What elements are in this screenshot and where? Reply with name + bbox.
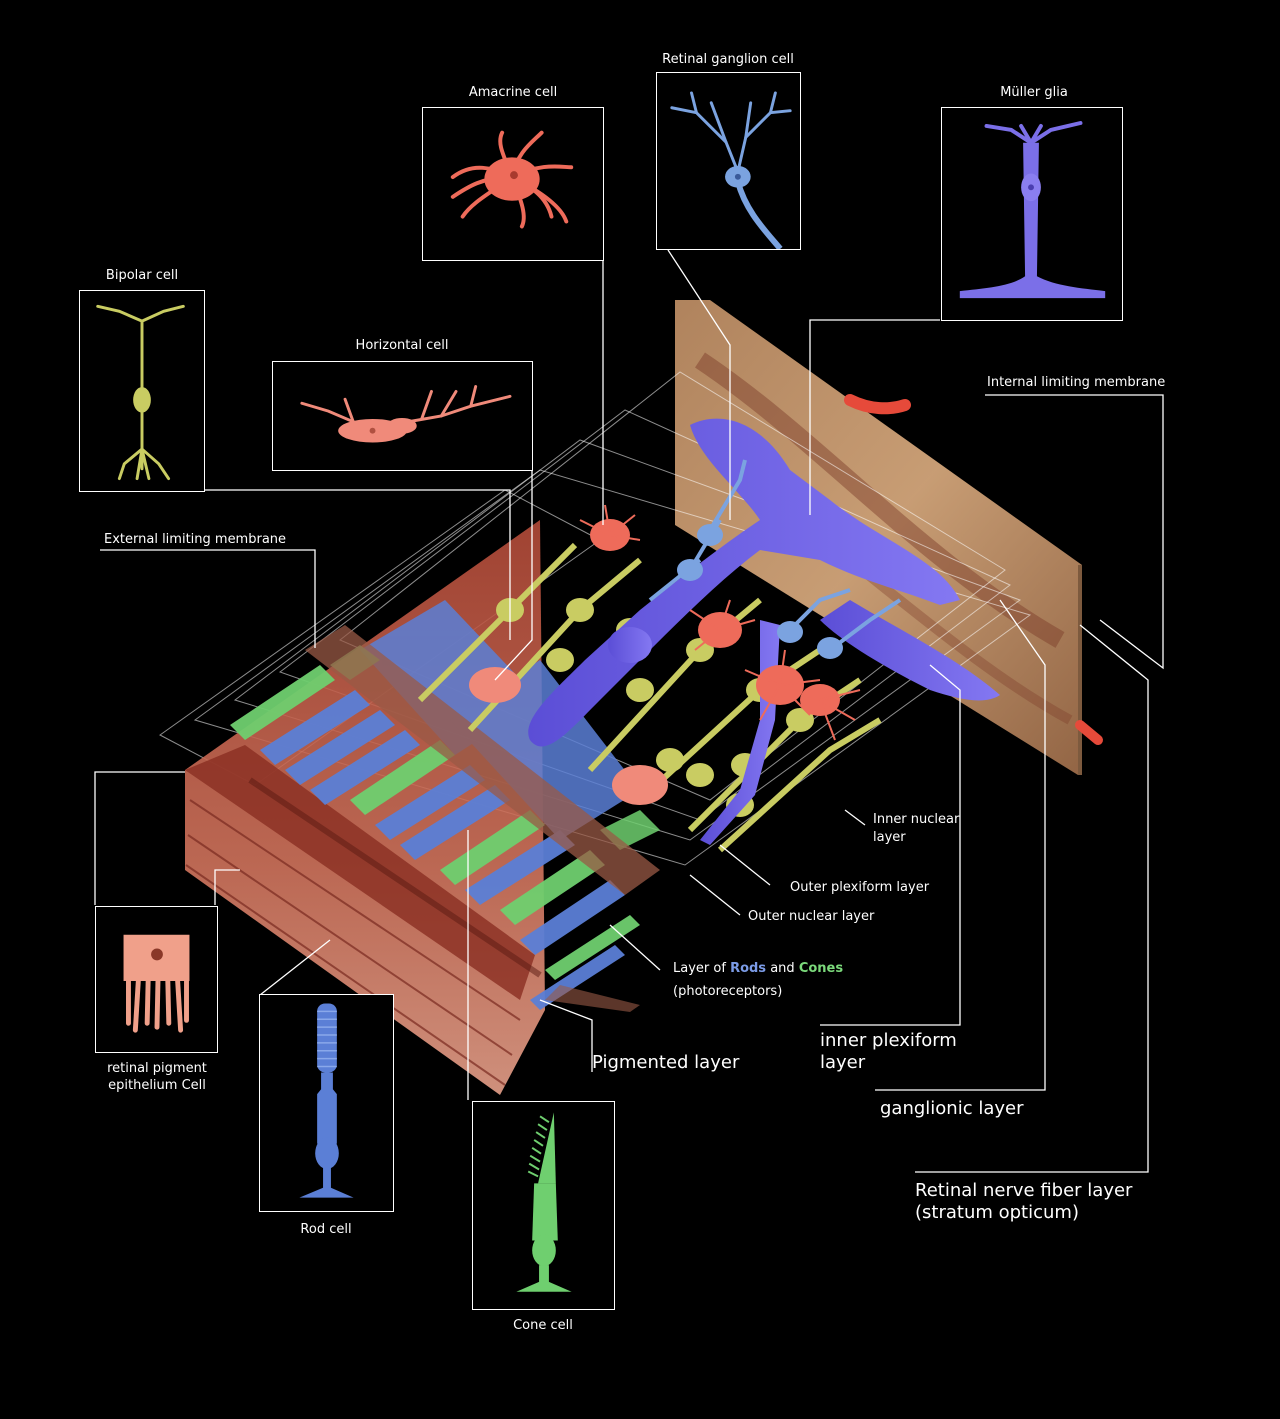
photoreceptor-layer [230,600,660,1012]
cone-cell-inset [472,1101,615,1310]
label-cone-cell: Cone cell [513,1318,573,1333]
label-rnfl-line2: (stratum opticum) [915,1202,1079,1223]
label-photo-cones: Cones [798,961,844,976]
muller-glia-illustration [959,121,1106,299]
label-outer-plexiform-layer: Outer plexiform layer [790,880,930,895]
photoreceptor-inner [360,600,640,840]
rod-cell-inset [259,994,394,1212]
label-bipolar-cell: Bipolar cell [105,268,179,283]
label-photoreceptors-sub: (photoreceptors) [673,984,783,999]
label-rpe-cell-line1: retinal pigment [107,1061,207,1076]
rod-cell-illustration [299,1003,354,1198]
label-photo-rods: Rods [730,961,767,976]
label-photo-and: and [770,961,795,976]
label-photoreceptor-layer: Layer of Rods and Cones [673,960,843,978]
label-amacrine-cell: Amacrine cell [468,85,558,100]
horizontal-cells [469,667,668,805]
ganglion-inset [656,72,801,250]
label-internal-limiting-membrane: Internal limiting membrane [987,375,1166,390]
label-external-limiting-membrane: External limiting membrane [104,532,287,547]
label-muller-glia: Müller glia [1000,85,1068,100]
amacrine-cell-illustration [450,130,574,229]
label-pigmented-layer: Pigmented layer [592,1052,740,1073]
label-rod-cell: Rod cell [300,1222,352,1237]
amacrine-processes [579,504,861,741]
label-rpe-cell-line2: epithelium Cell [108,1078,206,1093]
horizontal-inset [272,361,533,471]
label-rnfl-line1: Retinal nerve fiber layer [915,1180,1133,1201]
label-inner-nuclear-layer-line1: Inner nuclear [873,812,960,827]
rpe-cell-illustration [123,934,190,1033]
bipolar-inset [79,290,205,492]
label-horizontal-cell: Horizontal cell [355,338,449,353]
cone-outer-segments [230,665,640,980]
label-inner-nuclear-layer-line2: layer [873,830,906,845]
horizontal-cell-illustration [300,385,512,443]
label-ganglionic-layer: ganglionic layer [880,1098,1024,1119]
label-retinal-ganglion-cell: Retinal ganglion cell [662,52,794,67]
muller-inset [941,107,1123,321]
bipolar-cell-illustration [96,304,185,481]
leader-lines [94,249,1164,1173]
label-inner-plexiform-layer-line2: layer [820,1052,866,1073]
cone-cell-illustration [516,1112,572,1292]
rpe-cell-inset [95,906,218,1053]
label-inner-plexiform-layer-line1: inner plexiform [820,1030,957,1051]
label-photo-prefix: Layer of [673,961,726,976]
ganglion-cells [648,459,902,659]
ganglion-cell-illustration [670,91,792,249]
label-outer-nuclear-layer: Outer nuclear layer [748,909,875,924]
amacrine-inset [422,107,604,261]
